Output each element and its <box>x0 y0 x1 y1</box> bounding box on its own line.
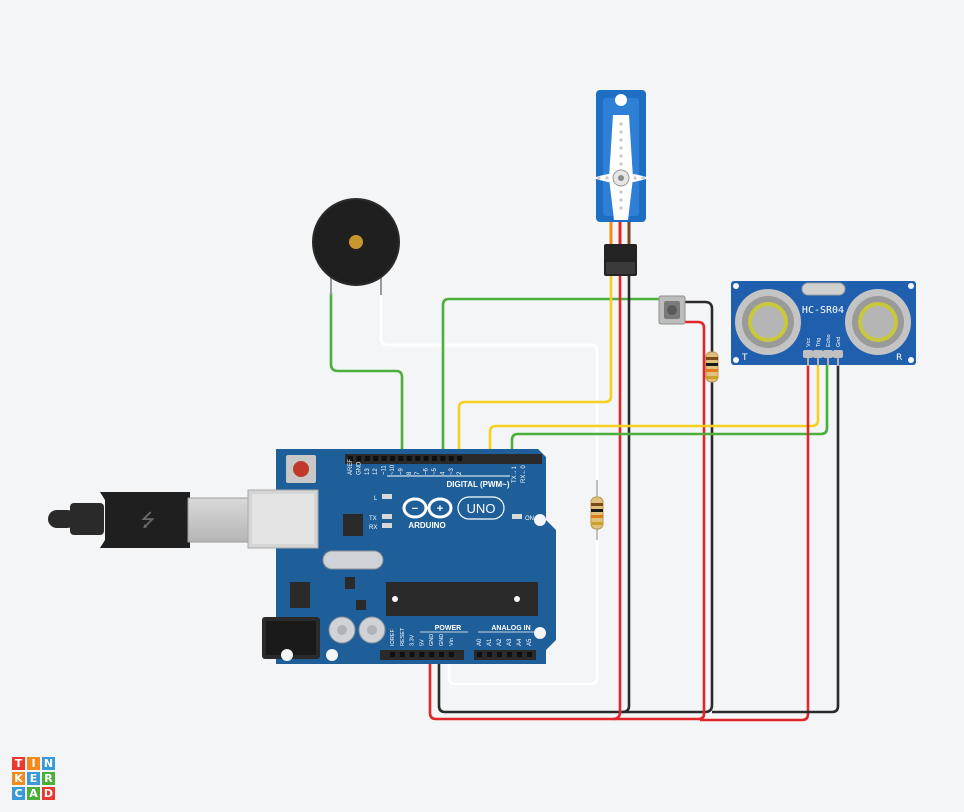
ultrasonic-sensor[interactable]: HC-SR04 T R Vcc Trig Echo Gnd <box>731 281 916 366</box>
digital-pin-label: 4 <box>440 471 446 475</box>
model-label: UNO <box>467 501 496 516</box>
wire-red-vcc[interactable] <box>700 362 810 722</box>
analog-pin-label: A0 <box>477 638 483 646</box>
sensor-pin-label: Trig <box>816 338 822 347</box>
led-tx-label: TX <box>369 516 377 522</box>
power-pin-label: Vin <box>449 638 455 646</box>
digital-header-label: DIGITAL (PWM~) <box>446 480 509 489</box>
wire-black-servo[interactable] <box>621 276 631 714</box>
sensor-pin-label: Gnd <box>836 337 842 347</box>
analog-pin-label: A1 <box>487 638 493 646</box>
led-l-label: L <box>374 496 378 502</box>
power-pin-label: RESET <box>400 627 406 646</box>
sensor-pin-label: Echo <box>826 334 832 347</box>
sensor-corner-right: R <box>896 353 902 363</box>
sensor-pin-label: Vcc <box>806 338 812 347</box>
piezo-buzzer[interactable] <box>312 198 400 295</box>
logo-letter: A <box>27 787 40 800</box>
tx-label: TX→1 <box>512 465 518 483</box>
brand-label: ARDUINO <box>408 521 445 530</box>
digital-pin-label: ~5 <box>432 467 438 475</box>
analog-pin-label: A2 <box>497 638 503 646</box>
wire-black-button[interactable] <box>437 300 714 714</box>
led-rx-label: RX <box>369 525 377 531</box>
power-pin-label: IOREF <box>390 629 396 646</box>
wire-green-echo[interactable] <box>510 362 829 458</box>
wire-yellow-servo[interactable] <box>457 276 613 458</box>
wire-red-button[interactable] <box>428 320 706 721</box>
digital-pin-label: 8 <box>407 471 413 475</box>
digital-pin-label: 13 <box>365 468 371 475</box>
usb-symbol-icon: ⭍ <box>141 510 156 531</box>
wire-yellow-trig[interactable] <box>488 362 820 458</box>
resistor-left[interactable] <box>590 480 604 540</box>
logo-letter: D <box>42 787 55 800</box>
power-pin-label: 3.3V <box>410 634 416 646</box>
logo-letter: I <box>27 757 40 770</box>
power-pin-label: 5V <box>419 639 425 646</box>
usb-cable[interactable]: ⭍ <box>48 492 249 548</box>
arduino-logo-icon: − + <box>402 497 453 519</box>
svg-text:−: − <box>412 503 418 515</box>
led-on-label: ON <box>525 516 534 522</box>
rx-label: RX←0 <box>521 465 527 483</box>
wires <box>329 276 840 722</box>
logo-letter: T <box>12 757 25 770</box>
push-button[interactable] <box>658 295 686 325</box>
digital-pin-label: AREF <box>348 459 354 475</box>
micro-servo[interactable] <box>593 90 649 276</box>
power-pin-label: GND <box>429 634 435 646</box>
digital-pin-label: 2 <box>457 471 463 475</box>
logo-letter: E <box>27 772 40 785</box>
digital-pin-label: ~9 <box>398 467 404 475</box>
svg-text:+: + <box>437 503 443 515</box>
digital-pin-label: GND <box>356 461 362 475</box>
digital-pin-label: ~10 <box>390 464 396 475</box>
logo-letter: C <box>12 787 25 800</box>
wire-green-button[interactable] <box>441 297 662 458</box>
wire-green-buzzer[interactable] <box>329 293 404 458</box>
resistor-right[interactable] <box>705 351 719 383</box>
wire-black-gnd[interactable] <box>712 362 840 714</box>
digital-pin-label: 7 <box>415 471 421 475</box>
wire-red-servo[interactable] <box>612 276 622 721</box>
sensor-corner-left: T <box>741 353 748 363</box>
logo-letter: R <box>42 772 55 785</box>
sensor-model-label: HC-SR04 <box>802 305 844 316</box>
digital-pin-label: 12 <box>373 468 379 475</box>
analog-pin-label: A3 <box>507 638 513 646</box>
analog-pin-label: A4 <box>517 638 523 646</box>
logo-letter: N <box>42 757 55 770</box>
analog-pin-label: A5 <box>527 638 533 646</box>
digital-pin-label: ~6 <box>424 467 430 475</box>
power-pin-label: GND <box>439 634 445 646</box>
logo-letter: K <box>12 772 25 785</box>
digital-pin-label: ~11 <box>382 465 388 475</box>
power-label: POWER <box>435 625 461 632</box>
digital-pin-label: ~3 <box>449 467 455 475</box>
analog-label: ANALOG IN <box>491 625 530 632</box>
